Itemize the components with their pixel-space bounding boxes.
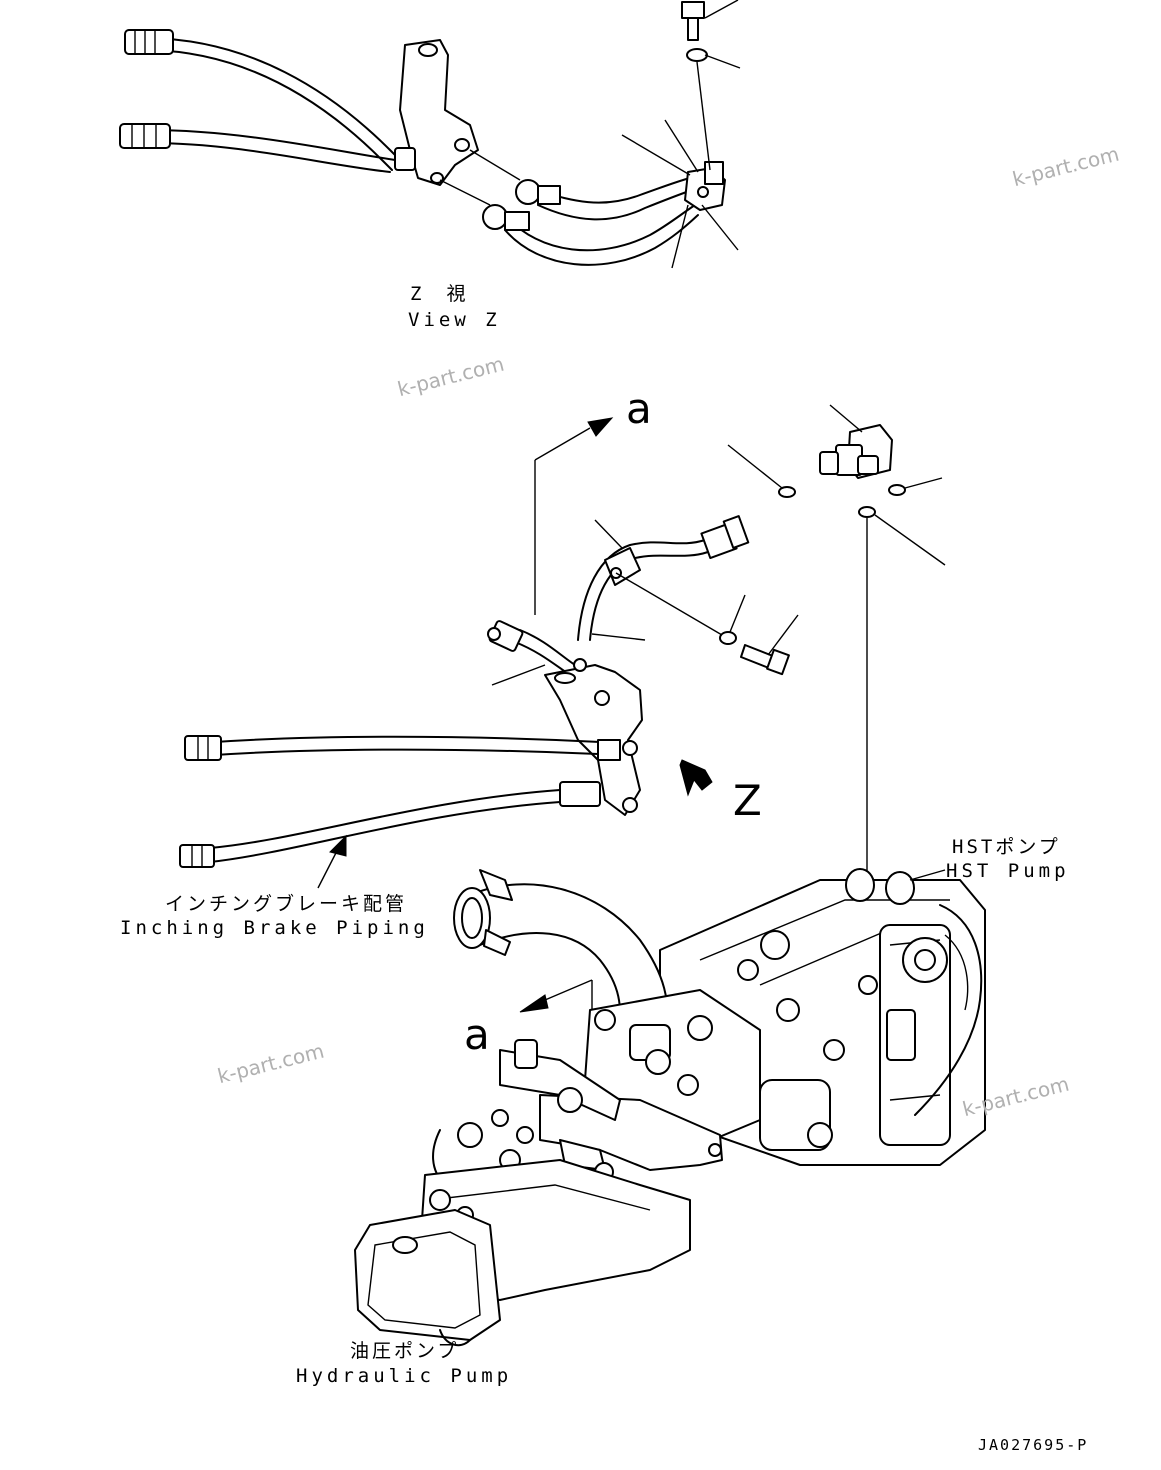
view-z-label-jp: Z 視 xyxy=(410,283,469,305)
drawing-code: JA027695-P xyxy=(978,1436,1089,1454)
ref-a-bottom: a xyxy=(464,1010,490,1059)
inching-brake-piping-assembly xyxy=(179,417,799,889)
view-z-label-en: View Z xyxy=(408,309,501,331)
hst-pump-label-en: HST Pump xyxy=(946,860,1070,882)
hydraulic-pump-label-jp: 油圧ポンプ xyxy=(350,1340,460,1362)
ref-a-top: a xyxy=(626,384,652,433)
ref-z: Z xyxy=(733,776,762,825)
pump-assembly xyxy=(354,868,986,1347)
inching-label-jp: インチングブレーキ配管 xyxy=(165,893,408,915)
inching-label-en: Inching Brake Piping xyxy=(120,917,429,939)
hydraulic-pump-label-en: Hydraulic Pump xyxy=(296,1365,513,1387)
hst-pump-label-jp: HSTポンプ xyxy=(952,836,1061,858)
view-z-detail xyxy=(119,0,741,269)
